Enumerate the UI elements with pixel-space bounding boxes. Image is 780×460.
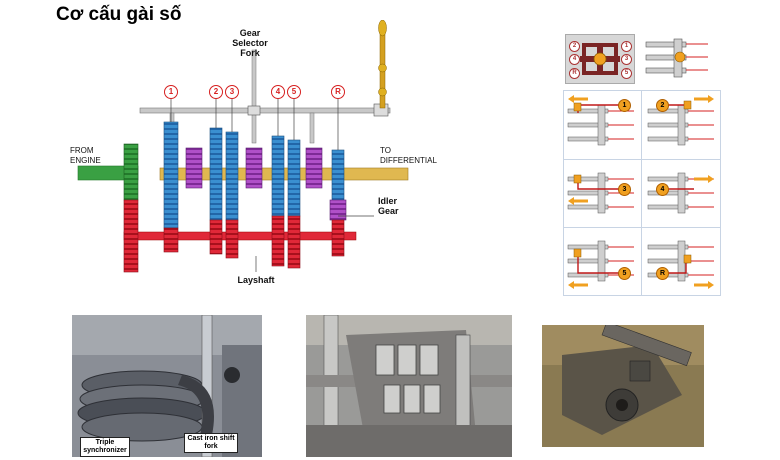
arrow-right-icon (694, 281, 714, 289)
panel-gear-2: 2 (656, 99, 669, 112)
from-engine-label: FROM ENGINE (70, 146, 101, 165)
gear-selector-fork-label: Gear Selector Fork (232, 28, 268, 58)
arrow-right-icon (694, 95, 714, 103)
layshaft-shaft (123, 231, 357, 241)
arrow-right-icon (694, 175, 714, 183)
gate-label-1: 1 (621, 41, 632, 52)
panel-gear-1: 1 (618, 99, 631, 112)
shift-rails (567, 100, 714, 282)
synchronizers (185, 147, 347, 221)
photo-shift-forks (306, 315, 512, 457)
shift-gate-diagram (580, 43, 620, 75)
layshaft-drive-gear (123, 199, 139, 273)
main-shaft-gears (163, 121, 345, 229)
gearbox-diagram (77, 20, 409, 273)
caption-cast-iron-shift-fork: Cast iron shift fork (184, 433, 238, 453)
idler-gear-label: Idler Gear (378, 196, 399, 216)
panel-gear-5: 5 (618, 267, 631, 280)
gear-marker-1: 1 (164, 85, 178, 99)
to-differential-label: TO DIFFERENTIAL (380, 146, 437, 165)
layshaft-label: Layshaft (237, 275, 275, 285)
panel-gear-4: 4 (656, 183, 669, 196)
gear-marker-2: 2 (209, 85, 223, 99)
gate-label-3: 3 (621, 54, 632, 65)
photo-shift-forks-image (306, 315, 512, 457)
arrow-left-icon (568, 95, 588, 103)
gear-lever-icon (378, 20, 387, 109)
marker-leaders (170, 98, 374, 272)
photo-detent-image (542, 325, 704, 447)
gear-marker-3: 3 (225, 85, 239, 99)
caption-triple-synchronizer: Triple synchronizer (80, 437, 130, 457)
shift-rails-neutral (645, 38, 708, 78)
photo-detent (542, 325, 704, 447)
arrow-left-icon (568, 281, 588, 289)
layshaft-gears (163, 215, 345, 269)
photo-synchronizer: Triple synchronizer Cast iron shift fork (72, 315, 262, 457)
arrow-left-icon (568, 197, 588, 205)
gear-marker-5: 5 (287, 85, 301, 99)
panel-gear-r: R (656, 267, 669, 280)
shift-panels-grid: 1 2 3 4 5 R (563, 90, 721, 296)
gate-label-2: 2 (569, 41, 580, 52)
photo-synchronizer-image (72, 315, 262, 457)
gear-marker-r: R (331, 85, 345, 99)
gear-marker-4: 4 (271, 85, 285, 99)
gate-label-4: 4 (569, 54, 580, 65)
gate-label-r: R (569, 68, 580, 79)
shift-gate-panel: 2 1 4 3 R 5 (565, 34, 635, 84)
page-title: Cơ cấu gài số (56, 4, 182, 25)
panel-gear-3: 3 (618, 183, 631, 196)
gate-label-5: 5 (621, 68, 632, 79)
input-gear (123, 143, 139, 201)
